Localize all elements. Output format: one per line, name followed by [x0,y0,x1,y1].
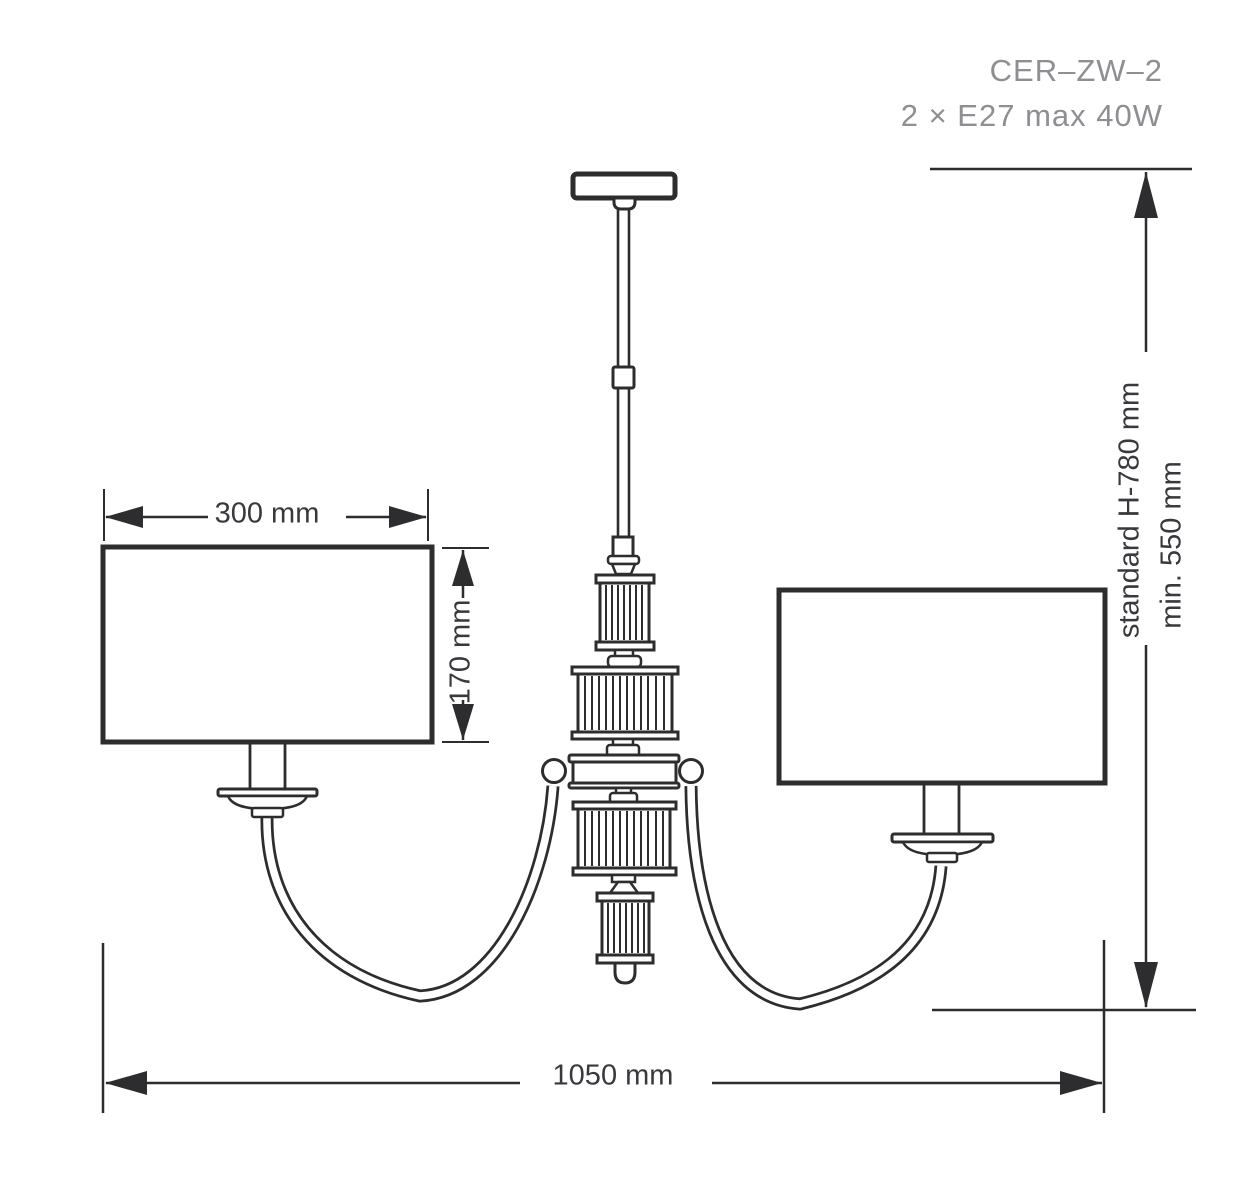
dim-label-height-min: min. 550 mm [1155,461,1188,629]
connector-d [607,873,641,895]
ribbed-element-1 [594,573,656,652]
left-candle-tube [248,742,287,789]
right-arm-ball [678,758,704,784]
left-arm-ball [541,758,567,784]
dim-shade-width [103,489,429,541]
dim-label-height-standard: standard H-780 mm [1113,381,1146,639]
ceiling-canopy [570,171,678,211]
dim-shade-height [442,547,489,743]
right-arm [684,785,948,1011]
ribbed-element-3 [571,800,678,877]
arm-hub [541,753,704,790]
right-candle-tube [922,783,961,834]
right-bobeche [890,832,995,864]
ribbed-element-4 [595,891,655,965]
left-arm [260,785,560,1003]
product-spec: 2 × E27 max 40W [900,98,1163,133]
right-shade [776,587,1108,786]
dim-label-shade-height: 170 mm [444,599,477,705]
left-shade [100,544,435,745]
ribbed-element-2 [570,665,680,741]
connector-b [605,737,641,758]
left-bobeche [216,787,319,819]
dim-overall-width [101,940,1106,1113]
bottom-finial [613,961,637,985]
dim-label-overall-width: 1050 mm [552,1059,674,1092]
dim-label-shade-width: 300 mm [214,497,320,530]
connector-a [606,648,643,669]
product-code: CER–ZW–2 [989,53,1163,88]
dim-height [930,167,1196,1012]
hanging-rod [606,209,641,576]
